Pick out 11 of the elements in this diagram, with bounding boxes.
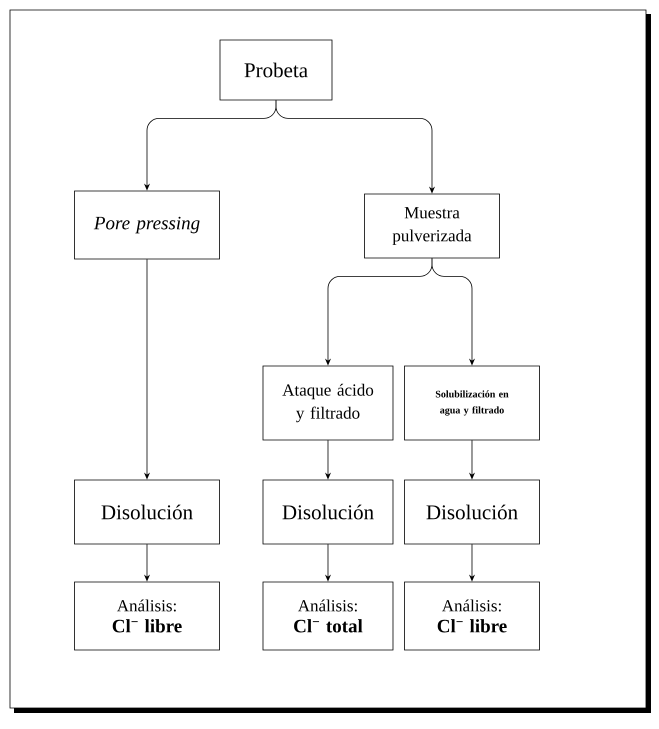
process-box: Solubilización en agua y filtrado [404,366,540,440]
process-box: Análisis: Cl$^{−}$ libre [404,582,540,650]
process-box: Muestra pulverizada [364,194,500,258]
process-box: Disolución [262,480,394,544]
process-box: Análisis: Cl$^{−}$ libre [74,582,220,650]
process-box: Pore pressing [74,190,220,260]
process-box: Disolución [404,480,540,544]
process-box: Disolución [74,480,220,544]
process-box: Análisis: Cl$^{−}$ total [262,582,394,650]
process-box: Ataque ácido y filtrado [262,366,394,440]
process-box: Probeta [220,40,332,100]
